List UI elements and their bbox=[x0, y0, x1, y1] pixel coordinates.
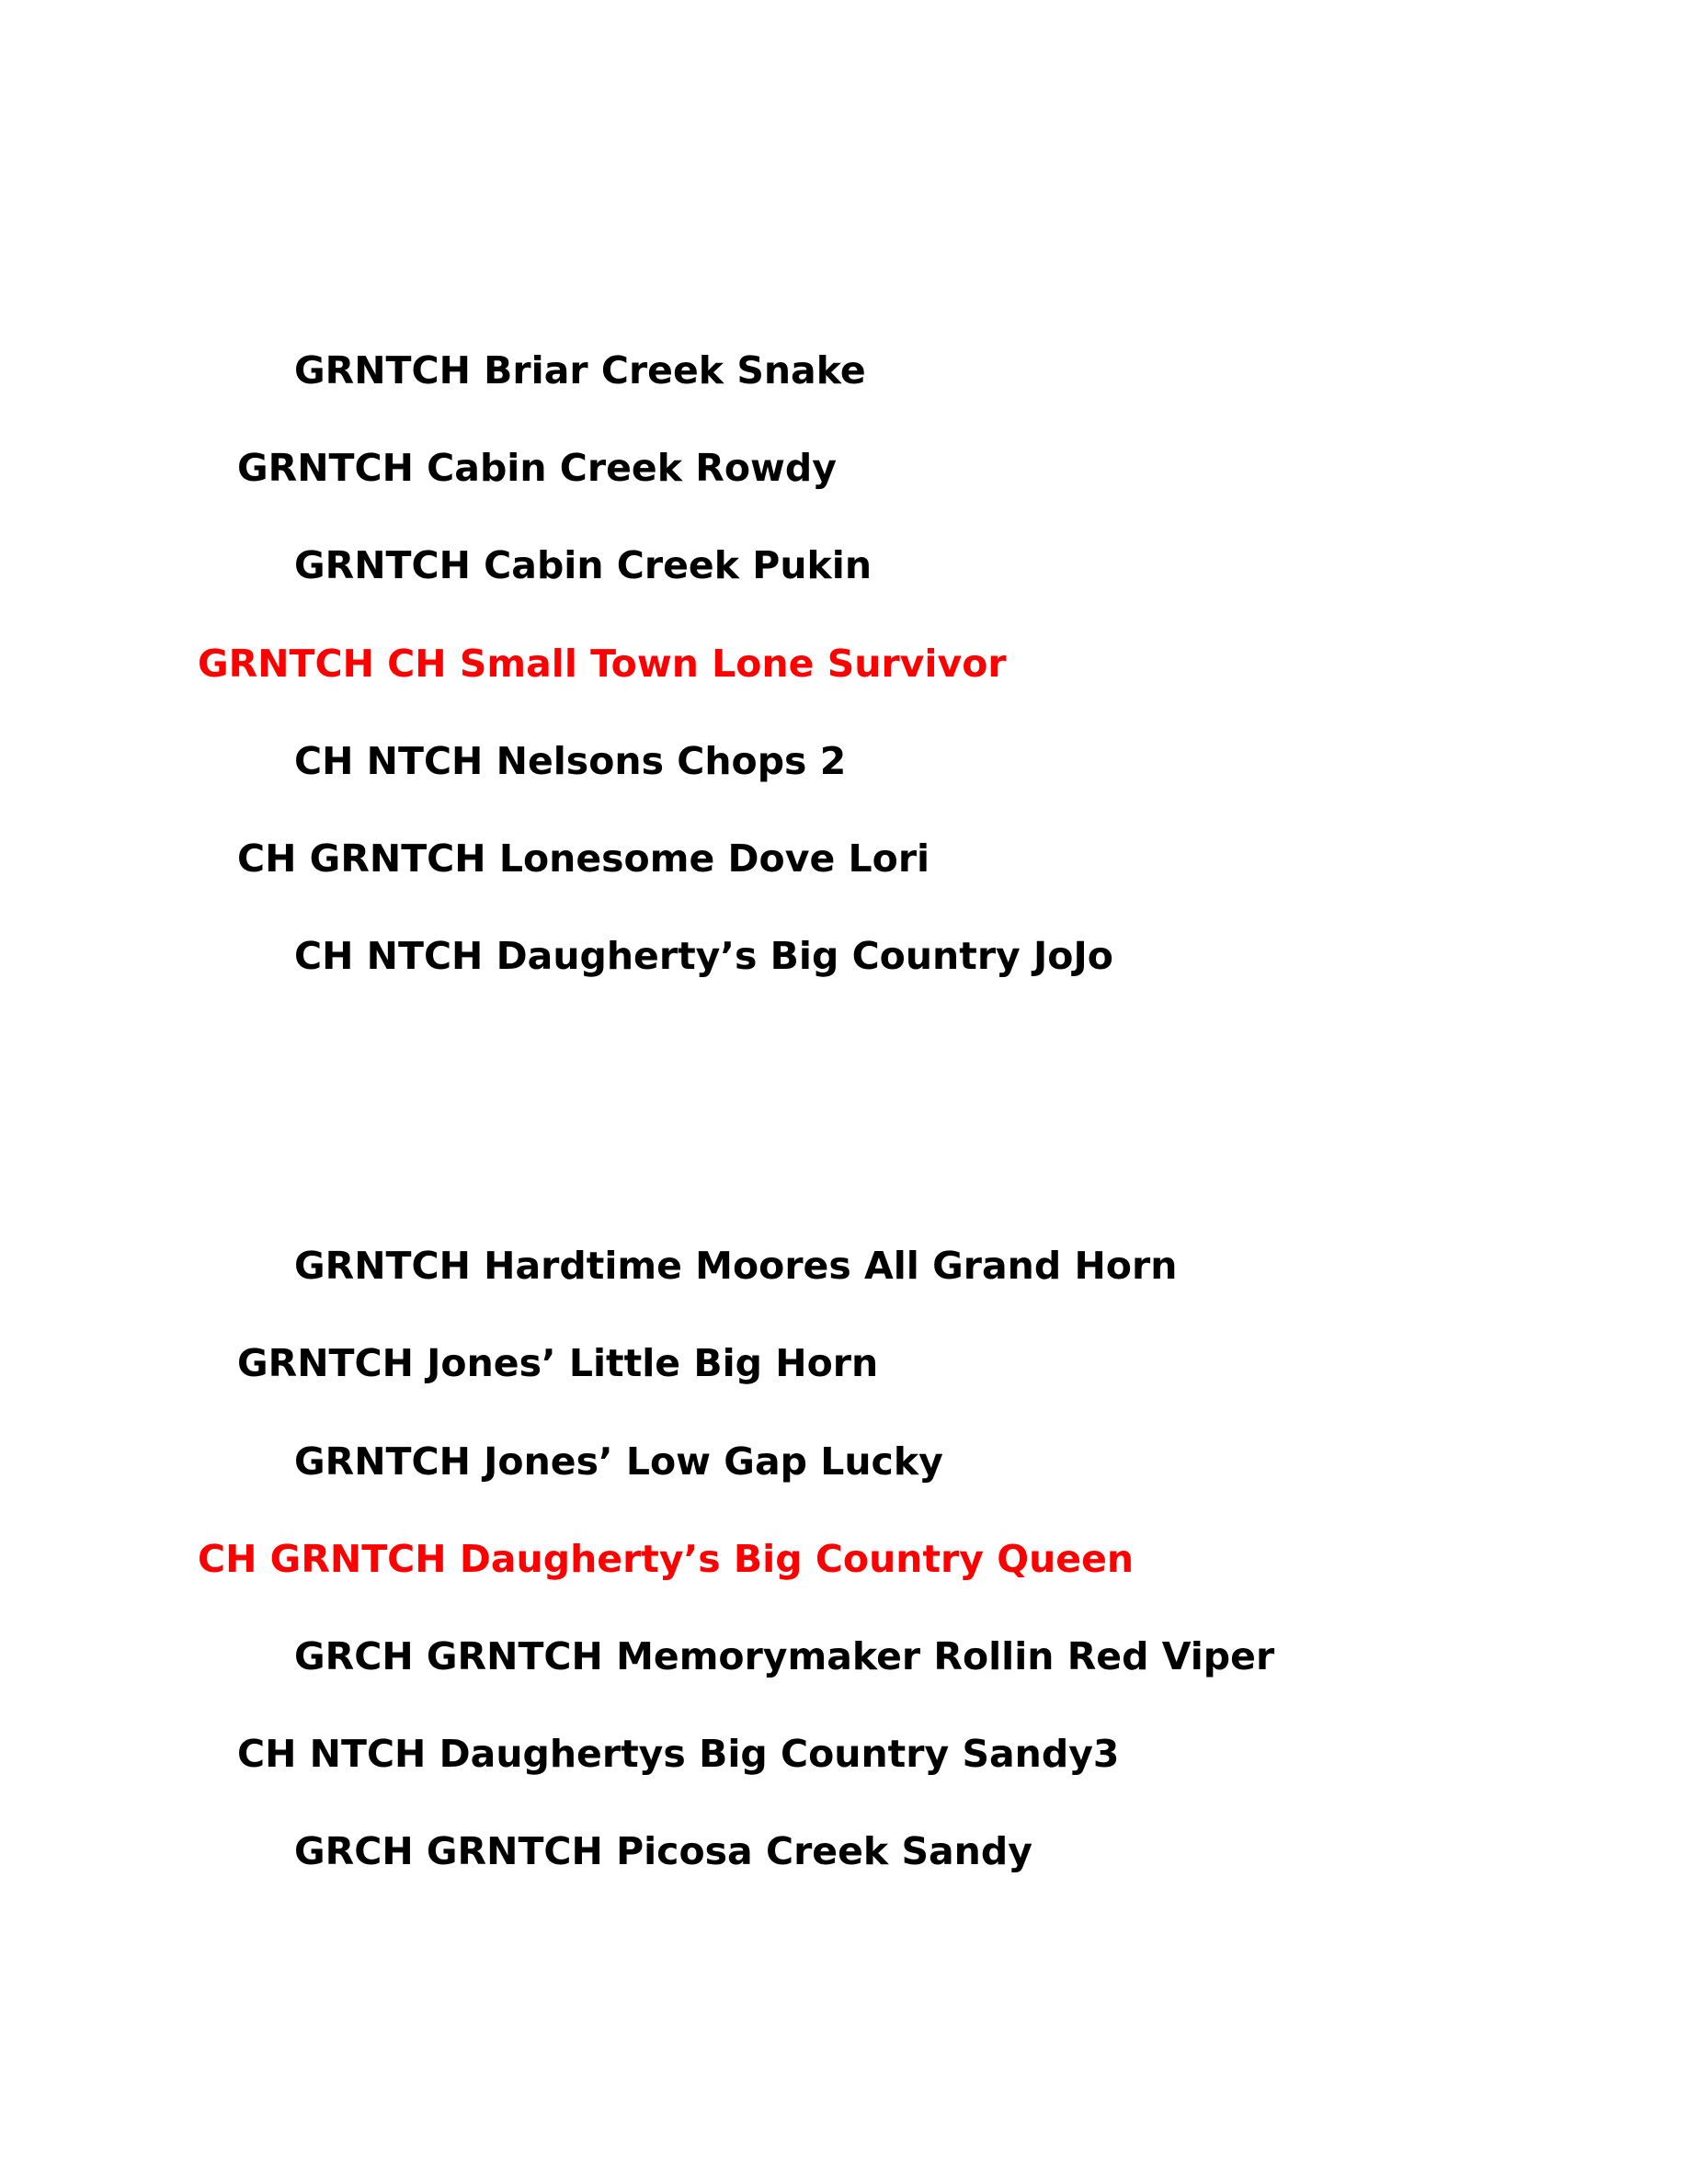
pedigree-1-sire-dam: GRNTCH Cabin Creek Pukin bbox=[294, 543, 873, 587]
pedigree-2-sire-sire: GRNTCH Hardtime Moores All Grand Horn bbox=[294, 1244, 1178, 1288]
pedigree-2-dam-sire: GRCH GRNTCH Memorymaker Rollin Red Viper bbox=[294, 1634, 1275, 1678]
pedigree-2-sire-dam: GRNTCH Jones’ Low Gap Lucky bbox=[294, 1439, 943, 1484]
pedigree-1-dam-dam: CH NTCH Daugherty’s Big Country JoJo bbox=[294, 934, 1113, 978]
pedigree-1-sire-sire: GRNTCH Briar Creek Snake bbox=[294, 348, 866, 392]
pedigree-2-sire: GRNTCH Jones’ Little Big Horn bbox=[237, 1341, 879, 1385]
pedigree-1-sire: GRNTCH Cabin Creek Rowdy bbox=[237, 446, 837, 490]
pedigree-1-dam: CH GRNTCH Lonesome Dove Lori bbox=[237, 836, 930, 881]
pedigree-1-subject: GRNTCH CH Small Town Lone Survivor bbox=[198, 642, 1007, 686]
pedigree-1-dam-sire: CH NTCH Nelsons Chops 2 bbox=[294, 739, 847, 783]
pedigree-2-dam-dam: GRCH GRNTCH Picosa Creek Sandy bbox=[294, 1829, 1032, 1873]
pedigree-2-dam: CH NTCH Daughertys Big Country Sandy3 bbox=[237, 1732, 1120, 1776]
pedigree-2-subject: CH GRNTCH Daugherty’s Big Country Queen bbox=[198, 1537, 1135, 1581]
